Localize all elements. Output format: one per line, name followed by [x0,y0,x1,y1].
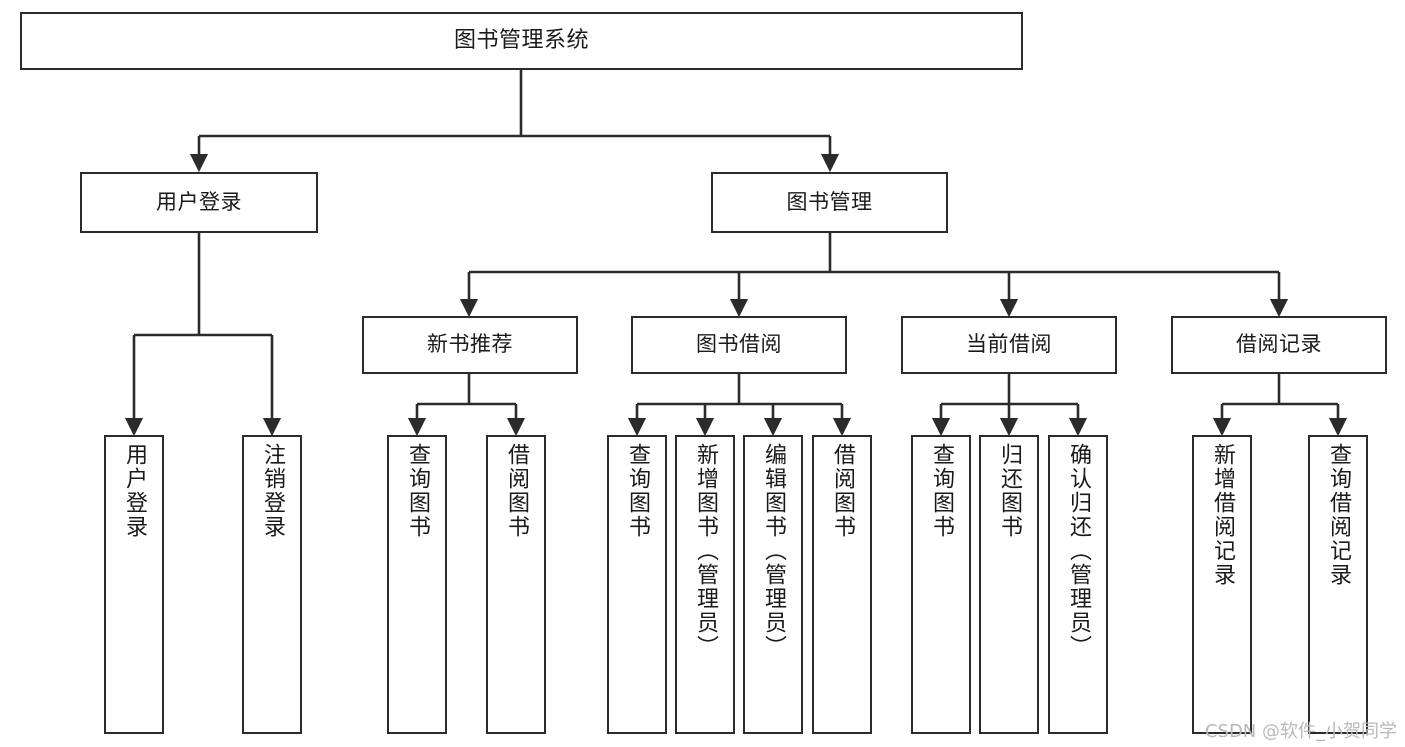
node-leaf-return-book-label: 归还图书 [997,443,1022,539]
node-leaf-borrow-book-2-label: 借阅图书 [830,443,855,539]
node-current-borrow[interactable]: 当前借阅 [901,316,1117,374]
node-user-login[interactable]: 用户登录 [80,172,318,233]
node-borrow-record-label: 借阅记录 [1236,332,1322,357]
node-user-login-label: 用户登录 [156,189,242,214]
node-book-manage[interactable]: 图书管理 [711,172,948,233]
node-leaf-query-book-3[interactable]: 查询图书 [911,435,971,734]
node-leaf-borrow-book-1[interactable]: 借阅图书 [486,435,546,734]
node-leaf-confirm-return-admin[interactable]: 确认归还（管理员） [1048,435,1108,734]
node-leaf-query-book-2[interactable]: 查询图书 [607,435,667,734]
node-leaf-borrow-book-1-label: 借阅图书 [504,443,529,539]
node-leaf-edit-book-admin-label: 编辑图书（管理员） [761,443,786,659]
node-book-manage-label: 图书管理 [786,189,873,214]
node-leaf-borrow-book-2[interactable]: 借阅图书 [812,435,872,734]
node-leaf-query-borrow-record-label: 查询借阅记录 [1326,443,1351,587]
node-borrow-record[interactable]: 借阅记录 [1171,316,1387,374]
node-leaf-edit-book-admin[interactable]: 编辑图书（管理员） [743,435,803,734]
node-leaf-user-login[interactable]: 用户登录 [104,435,164,734]
node-root[interactable]: 图书管理系统 [20,12,1023,70]
node-leaf-add-borrow-record-label: 新增借阅记录 [1210,443,1235,587]
node-leaf-user-login-label: 用户登录 [122,443,147,539]
node-root-label: 图书管理系统 [453,27,589,53]
node-leaf-query-borrow-record[interactable]: 查询借阅记录 [1308,435,1368,734]
node-new-book-recommend-label: 新书推荐 [427,332,513,357]
node-leaf-query-book-3-label: 查询图书 [929,443,954,539]
watermark-text: CSDN @软件_小贺同学 [1204,721,1397,742]
node-leaf-return-book[interactable]: 归还图书 [979,435,1039,734]
node-new-book-recommend[interactable]: 新书推荐 [362,316,578,374]
node-leaf-confirm-return-admin-label: 确认归还（管理员） [1066,443,1091,659]
node-leaf-logout-login-label: 注销登录 [260,443,285,539]
node-leaf-query-book-2-label: 查询图书 [625,443,650,539]
node-book-borrow-label: 图书借阅 [696,332,782,357]
node-leaf-add-book-admin-label: 新增图书（管理员） [693,443,718,659]
node-leaf-add-borrow-record[interactable]: 新增借阅记录 [1192,435,1252,734]
node-leaf-query-book-1[interactable]: 查询图书 [387,435,447,734]
node-leaf-add-book-admin[interactable]: 新增图书（管理员） [675,435,735,734]
node-leaf-logout-login[interactable]: 注销登录 [242,435,302,734]
node-current-borrow-label: 当前借阅 [966,332,1052,357]
node-book-borrow[interactable]: 图书借阅 [631,316,847,374]
node-leaf-query-book-1-label: 查询图书 [405,443,430,539]
